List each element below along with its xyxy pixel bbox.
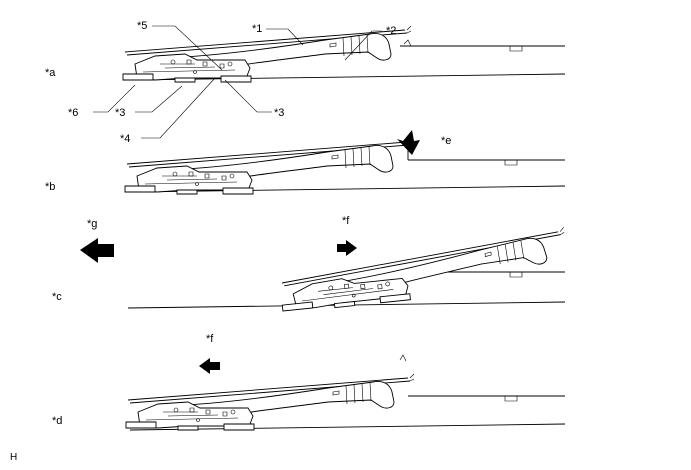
callout-f-upper: *f	[342, 215, 350, 227]
step-label-c: *c	[52, 291, 62, 303]
step-label-d: *d	[52, 415, 62, 427]
callout-3-left: *3	[115, 107, 125, 119]
callout-e: *e	[441, 135, 451, 147]
leader-lines	[93, 25, 382, 139]
figure-code: H	[10, 452, 17, 463]
callout-1: *1	[252, 23, 262, 35]
step-a-assembly	[122, 25, 566, 83]
callout-4: *4	[120, 133, 130, 145]
step-label-b: *b	[45, 181, 55, 193]
callout-f-lower: *f	[206, 333, 214, 345]
lift-arrow-icon	[397, 130, 420, 155]
step-label-a: *a	[45, 67, 56, 79]
callout-5: *5	[137, 20, 147, 32]
callout-2: *2	[386, 25, 396, 37]
slide-right-arrow-icon	[337, 240, 357, 256]
step-d-assembly	[125, 354, 566, 431]
step-b-assembly	[124, 137, 566, 195]
slide-left-arrow-icon	[199, 358, 220, 374]
callout-6: *6	[68, 107, 78, 119]
callout-g: *g	[87, 218, 97, 230]
step-c-assembly	[127, 226, 571, 314]
pull-left-arrow-icon	[80, 238, 114, 263]
callout-3-right: *3	[274, 107, 284, 119]
